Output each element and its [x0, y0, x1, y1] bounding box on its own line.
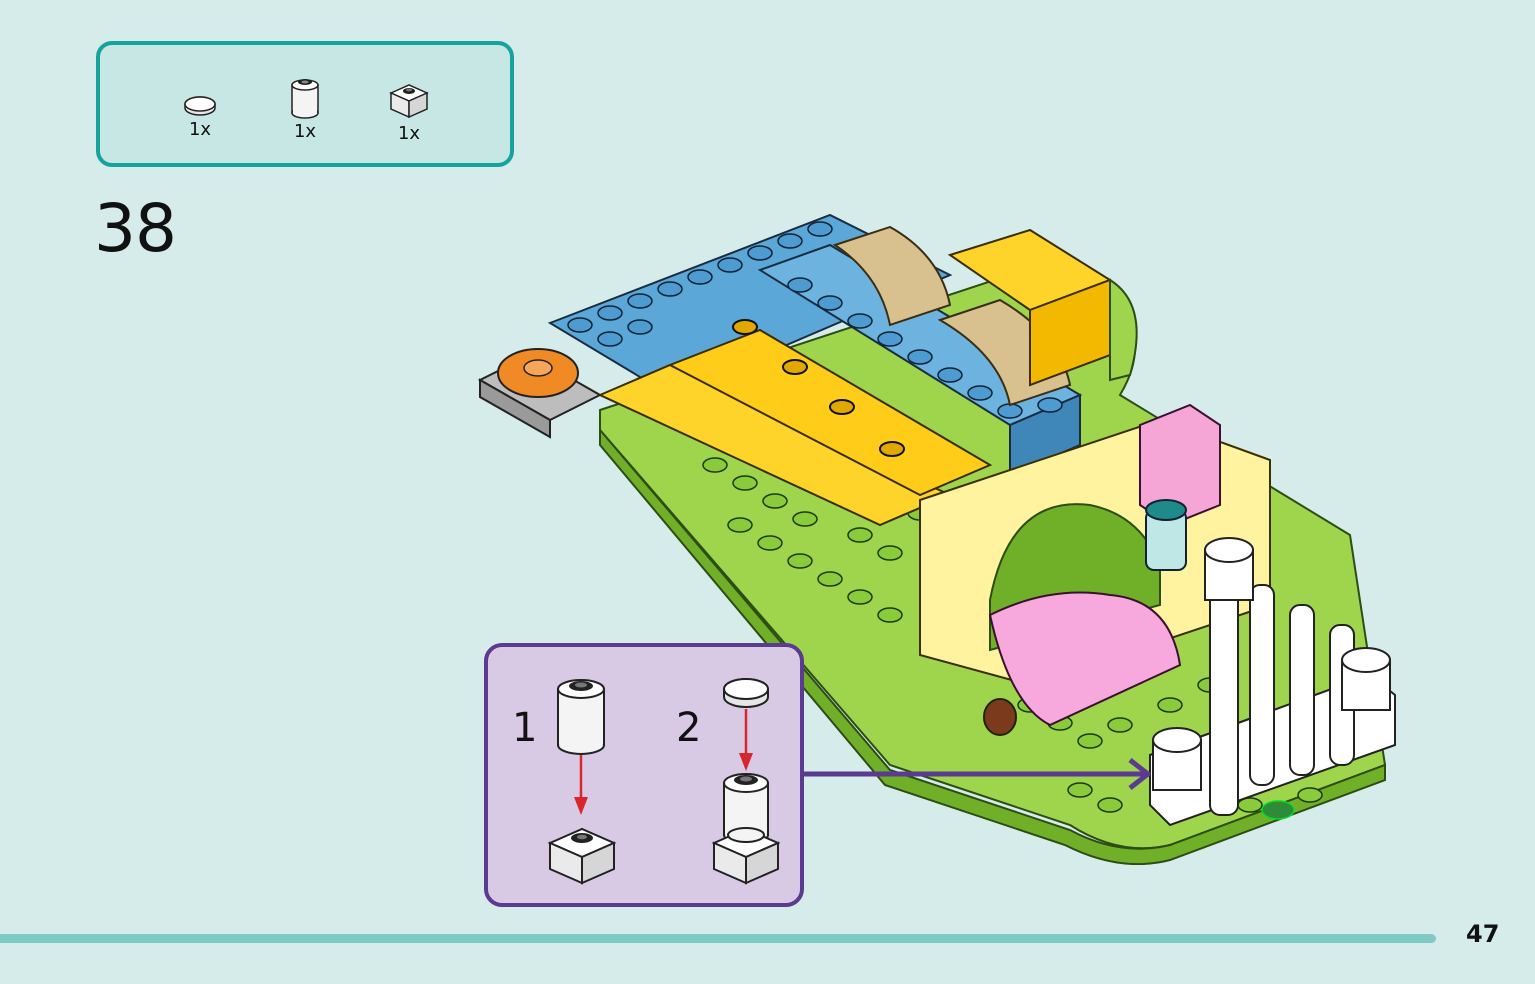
callout-pointer-arrow: [804, 758, 1151, 790]
substep-1-square-brick: [547, 827, 617, 885]
parts-list-item: 1x: [170, 89, 230, 140]
arrow-head-icon: [574, 797, 588, 815]
page-number: 47: [1466, 920, 1500, 948]
sub-assembly-callout: 1 2: [484, 643, 804, 907]
parts-list-item: 1x: [379, 77, 439, 144]
substep-2-stack: [711, 773, 781, 885]
substep-number: 2: [676, 705, 702, 751]
white-square-brick-icon: [389, 84, 429, 119]
white-round-brick-icon: [291, 79, 319, 119]
step-number: 38: [94, 190, 177, 267]
substep-1-round-brick: [557, 679, 605, 755]
arrow-head-icon: [739, 753, 753, 771]
substep-2-round-tile: [723, 678, 769, 708]
lego-model-illustration: [477, 213, 1396, 865]
blue-studs: [567, 221, 1063, 419]
white-round-bricks: [1152, 537, 1391, 791]
substep-number: 1: [512, 705, 538, 751]
footer-bar: [0, 934, 1436, 943]
white-round-tile-icon: [184, 96, 216, 116]
parts-list-box: 1x 1x 1x: [96, 41, 514, 167]
part-quantity: 1x: [188, 119, 212, 140]
part-quantity: 1x: [397, 123, 421, 144]
part-quantity: 1x: [293, 121, 317, 142]
parts-list-item: 1x: [275, 75, 335, 142]
callout-illustration: [547, 678, 781, 885]
